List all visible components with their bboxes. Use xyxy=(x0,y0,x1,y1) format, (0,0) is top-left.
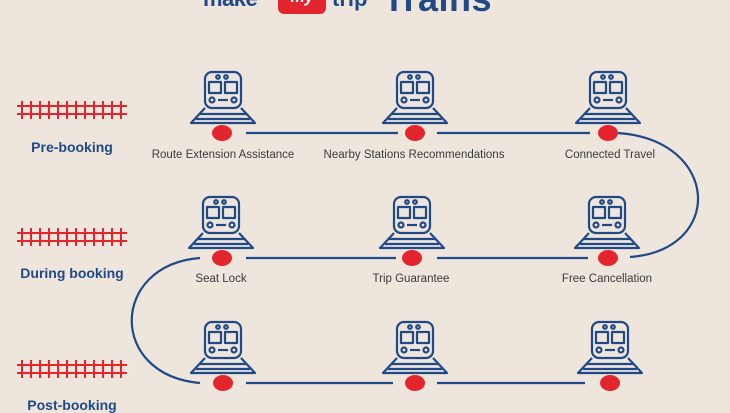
timeline-dot xyxy=(405,125,425,141)
brand-trip-text: trip xyxy=(332,0,367,12)
feature-label: Seat Lock xyxy=(195,273,247,285)
railway-track-icon xyxy=(17,360,127,378)
brand-make-text: make xyxy=(203,0,258,12)
timeline-dot xyxy=(402,250,422,266)
feature-label: Free Cancellation xyxy=(561,273,653,285)
feature-label: Trip Guarantee xyxy=(372,273,450,285)
stage-label: Post-booking xyxy=(27,397,117,413)
stage-label: During booking xyxy=(20,265,124,281)
timeline-dot xyxy=(212,125,232,141)
feature-node xyxy=(186,193,256,256)
timeline-dot xyxy=(600,375,620,391)
brand-my-badge: my xyxy=(278,0,326,14)
feature-node xyxy=(380,318,450,381)
timeline-dot xyxy=(598,125,618,141)
train-icon xyxy=(381,320,449,375)
train-icon xyxy=(189,320,257,375)
feature-node xyxy=(188,318,258,381)
train-icon xyxy=(573,195,641,250)
feature-node xyxy=(573,68,643,131)
stage-pre-booking: Pre-booking xyxy=(5,100,147,155)
train-icon xyxy=(574,70,642,125)
train-icon xyxy=(187,195,255,250)
train-icon xyxy=(378,195,446,250)
timeline-dot xyxy=(212,250,232,266)
stage-post-booking: Post-booking xyxy=(5,359,147,413)
train-icon xyxy=(576,320,644,375)
railway-track-icon xyxy=(17,101,127,119)
train-icon xyxy=(189,70,257,125)
timeline-dot xyxy=(405,375,425,391)
timeline-dot xyxy=(598,250,618,266)
feature-node xyxy=(572,193,642,256)
timeline-dot xyxy=(213,375,233,391)
feature-node xyxy=(575,318,645,381)
railway-track-icon xyxy=(17,228,127,246)
feature-label: Route Extension Assistance xyxy=(151,149,295,161)
feature-node xyxy=(188,68,258,131)
feature-label: Connected Travel xyxy=(564,149,656,161)
feature-node xyxy=(380,68,450,131)
page-title: Trains xyxy=(383,0,492,20)
train-icon xyxy=(381,70,449,125)
feature-label: Nearby Stations Recommendations xyxy=(323,149,505,161)
journey-path xyxy=(130,131,699,385)
stage-label: Pre-booking xyxy=(31,139,113,155)
feature-node xyxy=(377,193,447,256)
stage-during-booking: During booking xyxy=(5,227,147,281)
